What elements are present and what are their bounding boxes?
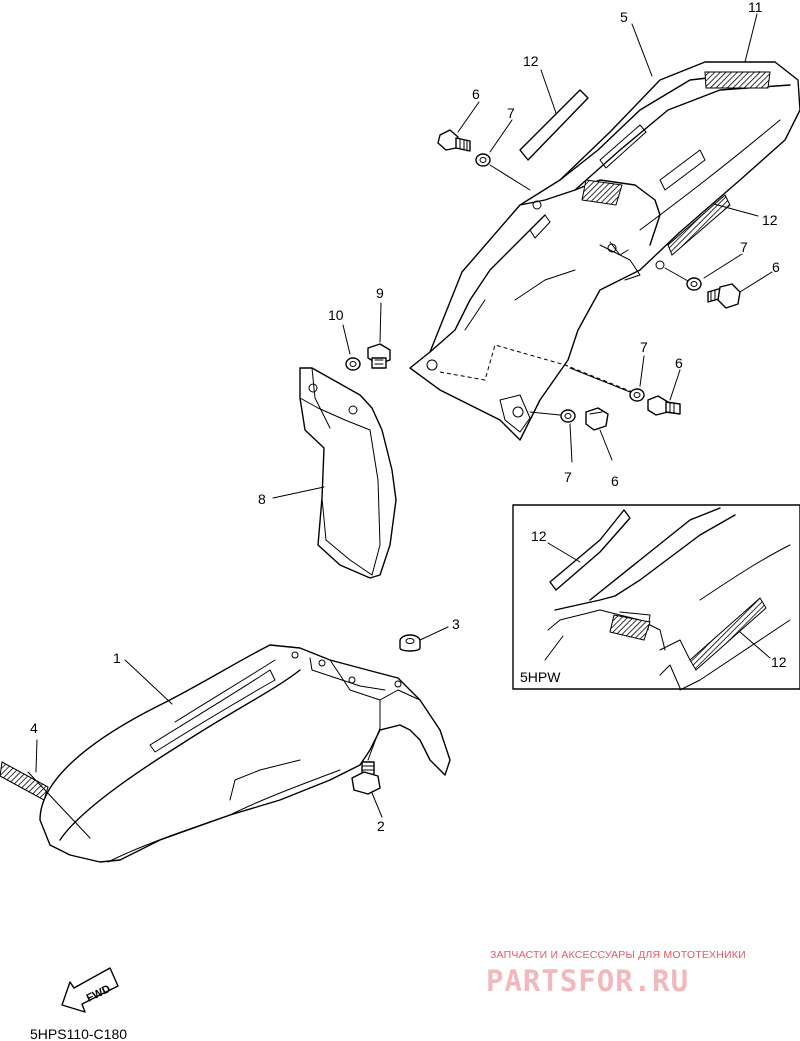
callout-2: 2 (377, 818, 385, 834)
fwd-arrow: FWD (61, 967, 119, 1013)
callout-numbers: 5 11 12 6 7 12 7 6 7 6 7 6 8 10 9 1 3 2 … (30, 0, 787, 834)
collar-7c (629, 388, 645, 402)
bolt-6a (437, 129, 471, 152)
washer-10 (345, 357, 361, 371)
bolts-rear (437, 129, 741, 431)
bolt-6d (585, 407, 609, 431)
callout-8: 8 (258, 491, 266, 507)
callout-4: 4 (30, 720, 38, 736)
callout-9: 9 (376, 285, 384, 301)
callout-7-bottom: 7 (564, 469, 572, 485)
mud-flap (299, 367, 397, 579)
bolt-6c (647, 395, 681, 416)
callout-5: 5 (620, 9, 628, 25)
bolt-2 (351, 761, 381, 795)
rear-fender (409, 61, 800, 441)
collar-3 (399, 634, 421, 652)
watermark: ЗАПЧАСТИ И АКСЕССУАРЫ ДЛЯ МОТОТЕХНИКИ PA… (486, 949, 746, 998)
leader-lines (27, 13, 773, 839)
callout-7-right: 7 (740, 239, 748, 255)
callout-7-top: 7 (507, 105, 515, 121)
inset-label: 5HPW (520, 669, 561, 685)
watermark-tagline: ЗАПЧАСТИ И АКСЕССУАРЫ ДЛЯ МОТОТЕХНИКИ (490, 949, 746, 961)
bolt-9 (367, 343, 391, 369)
callout-12-inset-top: 12 (531, 528, 547, 544)
callout-11: 11 (748, 0, 763, 15)
callout-6-mid: 6 (675, 355, 683, 371)
callout-12-inset-side: 12 (771, 654, 787, 670)
watermark-logo: PARTSFOR.RU (486, 964, 689, 998)
collar-7a (475, 153, 491, 167)
bolt-6b (707, 283, 741, 309)
callout-10: 10 (328, 307, 344, 323)
callout-12-top: 12 (523, 53, 539, 69)
collar-7d (560, 409, 576, 423)
front-fender (39, 644, 451, 863)
callout-7-mid: 7 (640, 339, 648, 355)
diagram-code: 5HPS110-C180 (30, 1026, 127, 1041)
callout-6-right: 6 (772, 259, 780, 275)
callout-12-side: 12 (762, 212, 778, 228)
callout-1: 1 (113, 650, 121, 666)
inset-box (512, 504, 800, 691)
callout-3: 3 (452, 616, 460, 632)
collar-7b (686, 277, 702, 291)
callout-6-bottom: 6 (611, 473, 619, 489)
decal-4 (0, 761, 49, 801)
callout-6-top: 6 (472, 86, 480, 102)
